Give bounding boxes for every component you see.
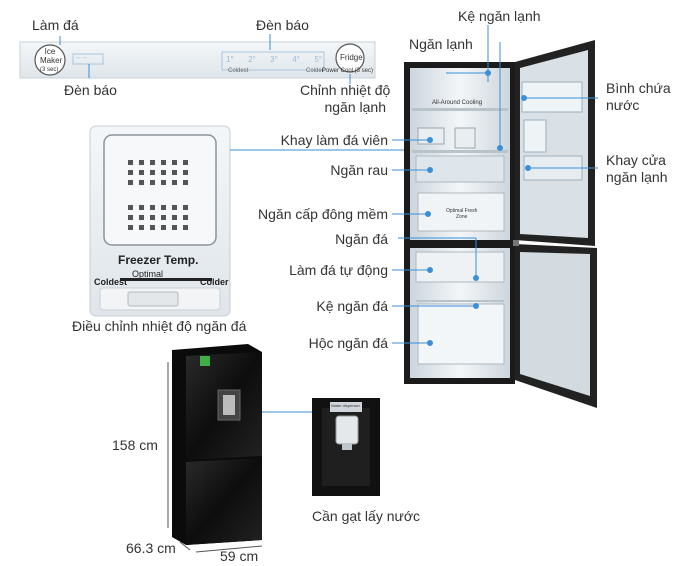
label-ngan-cap-dong: Ngăn cấp đông mềm xyxy=(258,206,388,222)
panel-dot xyxy=(172,225,177,230)
panel-dot xyxy=(150,180,155,185)
freezer-optimal: Optimal xyxy=(132,269,164,279)
label-binh-chua: Bình chứa nước xyxy=(606,80,671,114)
label-ngan-rau: Ngăn rau xyxy=(330,162,388,178)
level-led: 3° xyxy=(270,55,278,64)
panel-dot xyxy=(139,225,144,230)
label-binh-chua-line2: nước xyxy=(606,97,640,113)
level-led: 5° xyxy=(314,55,322,64)
coldest-mark: Coldest xyxy=(228,68,249,74)
freezer-coldest: Coldest xyxy=(94,277,128,287)
dispenser-tag: Water dispenser xyxy=(331,403,360,408)
closed-fridge-drawing xyxy=(167,344,263,553)
label-ke-ngan-da: Kệ ngăn đá xyxy=(316,298,388,314)
label-lam-da-tu-dong: Làm đá tự động xyxy=(289,262,388,278)
label-chinh-nhiet-do: Chỉnh nhiệt độ ngăn lạnh xyxy=(300,82,391,116)
panel-dot xyxy=(183,225,188,230)
panel-dot xyxy=(128,205,133,210)
freezer-panel xyxy=(89,125,231,317)
cooling-tag: All-Around Cooling xyxy=(432,100,483,106)
panel-dot xyxy=(172,205,177,210)
panel-dot xyxy=(183,205,188,210)
label-chinh-nhiet-do-line2: ngăn lạnh xyxy=(324,99,386,115)
ice-button-hint: (3 sec) xyxy=(40,67,59,73)
label-den-bao-left: Đèn báo xyxy=(64,82,117,98)
label-width: 59 cm xyxy=(220,548,259,564)
panel-dot xyxy=(161,225,166,230)
ice-maker-button-icon xyxy=(34,44,66,76)
dispenser-closeup xyxy=(312,398,380,496)
panel-dot xyxy=(139,180,144,185)
fridge-button-hint: Power Cool (3 sec) xyxy=(322,68,374,74)
panel-dot xyxy=(150,170,155,175)
control-panel xyxy=(19,41,376,79)
label-lam-da: Làm đá xyxy=(32,17,79,33)
fridge-button-label: Fridge xyxy=(340,53,363,62)
panel-dot xyxy=(161,160,166,165)
level-led: 1° xyxy=(226,55,234,64)
panel-dot xyxy=(183,160,188,165)
panel-dot xyxy=(150,215,155,220)
label-ngan-lanh: Ngăn lạnh xyxy=(409,36,473,52)
colder-mark: Colder xyxy=(306,68,324,74)
level-led: 2° xyxy=(248,55,256,64)
fresh-zone-line2: Zone xyxy=(456,214,468,220)
indicator-led-left xyxy=(72,53,104,65)
ice-button-line1: Ice xyxy=(44,47,56,56)
label-ke-ngan-lanh: Kệ ngăn lạnh xyxy=(458,8,541,24)
fresh-zone-tag: Optimal Fresh Zone xyxy=(446,208,477,220)
ice-button-label: Ice Maker xyxy=(40,47,63,65)
panel-dot xyxy=(172,215,177,220)
panel-dot xyxy=(183,215,188,220)
panel-dot xyxy=(161,205,166,210)
panel-dot xyxy=(128,180,133,185)
level-led: 4° xyxy=(292,55,300,64)
panel-dot xyxy=(128,225,133,230)
panel-dot xyxy=(172,160,177,165)
panel-dot xyxy=(161,215,166,220)
leader-lines xyxy=(59,25,598,413)
panel-dot xyxy=(150,225,155,230)
panel-dot xyxy=(172,180,177,185)
panel-dot xyxy=(161,170,166,175)
panel-dot xyxy=(150,205,155,210)
panel-dot xyxy=(128,170,133,175)
label-khay-cua-line1: Khay cửa xyxy=(606,152,666,168)
label-ngan-da: Ngăn đá xyxy=(335,231,388,247)
label-chinh-nhiet-do-line1: Chỉnh nhiệt độ xyxy=(300,82,391,98)
label-can-gat: Cần gạt lấy nước xyxy=(312,508,421,524)
level-leds: 1° 2° 3° 4° 5° xyxy=(226,55,322,64)
label-khay-lam-da: Khay làm đá viên xyxy=(280,132,388,148)
ice-button-line2: Maker xyxy=(40,56,63,65)
label-height: 158 cm xyxy=(112,437,158,453)
panel-dot xyxy=(128,215,133,220)
label-hoc-ngan-da: Hộc ngăn đá xyxy=(308,335,388,351)
panel-dot xyxy=(139,205,144,210)
label-khay-cua: Khay cửa ngăn lạnh xyxy=(606,152,668,186)
panel-dot xyxy=(150,160,155,165)
indicator-led-text: -- -- xyxy=(76,55,88,62)
panel-dot xyxy=(139,215,144,220)
panel-dot xyxy=(161,180,166,185)
fresh-zone-line1: Optimal Fresh xyxy=(446,208,478,214)
panel-dot xyxy=(139,170,144,175)
label-depth: 66.3 cm xyxy=(126,540,176,556)
label-dieu-chinh: Điều chỉnh nhiệt độ ngăn đá xyxy=(72,318,247,334)
freezer-colder: Colder xyxy=(200,277,229,287)
label-khay-cua-line2: ngăn lạnh xyxy=(606,169,668,185)
level-led-frame xyxy=(221,51,325,71)
panel-dot xyxy=(139,160,144,165)
panel-dot xyxy=(172,170,177,175)
label-den-bao-top: Đèn báo xyxy=(256,17,309,33)
panel-dot xyxy=(183,180,188,185)
freezer-temp-title: Freezer Temp. xyxy=(118,253,199,267)
fridge-button-icon xyxy=(335,43,365,73)
open-fridge-drawing xyxy=(404,40,597,408)
panel-dot xyxy=(128,160,133,165)
label-binh-chua-line1: Bình chứa xyxy=(606,80,671,96)
panel-dot xyxy=(183,170,188,175)
